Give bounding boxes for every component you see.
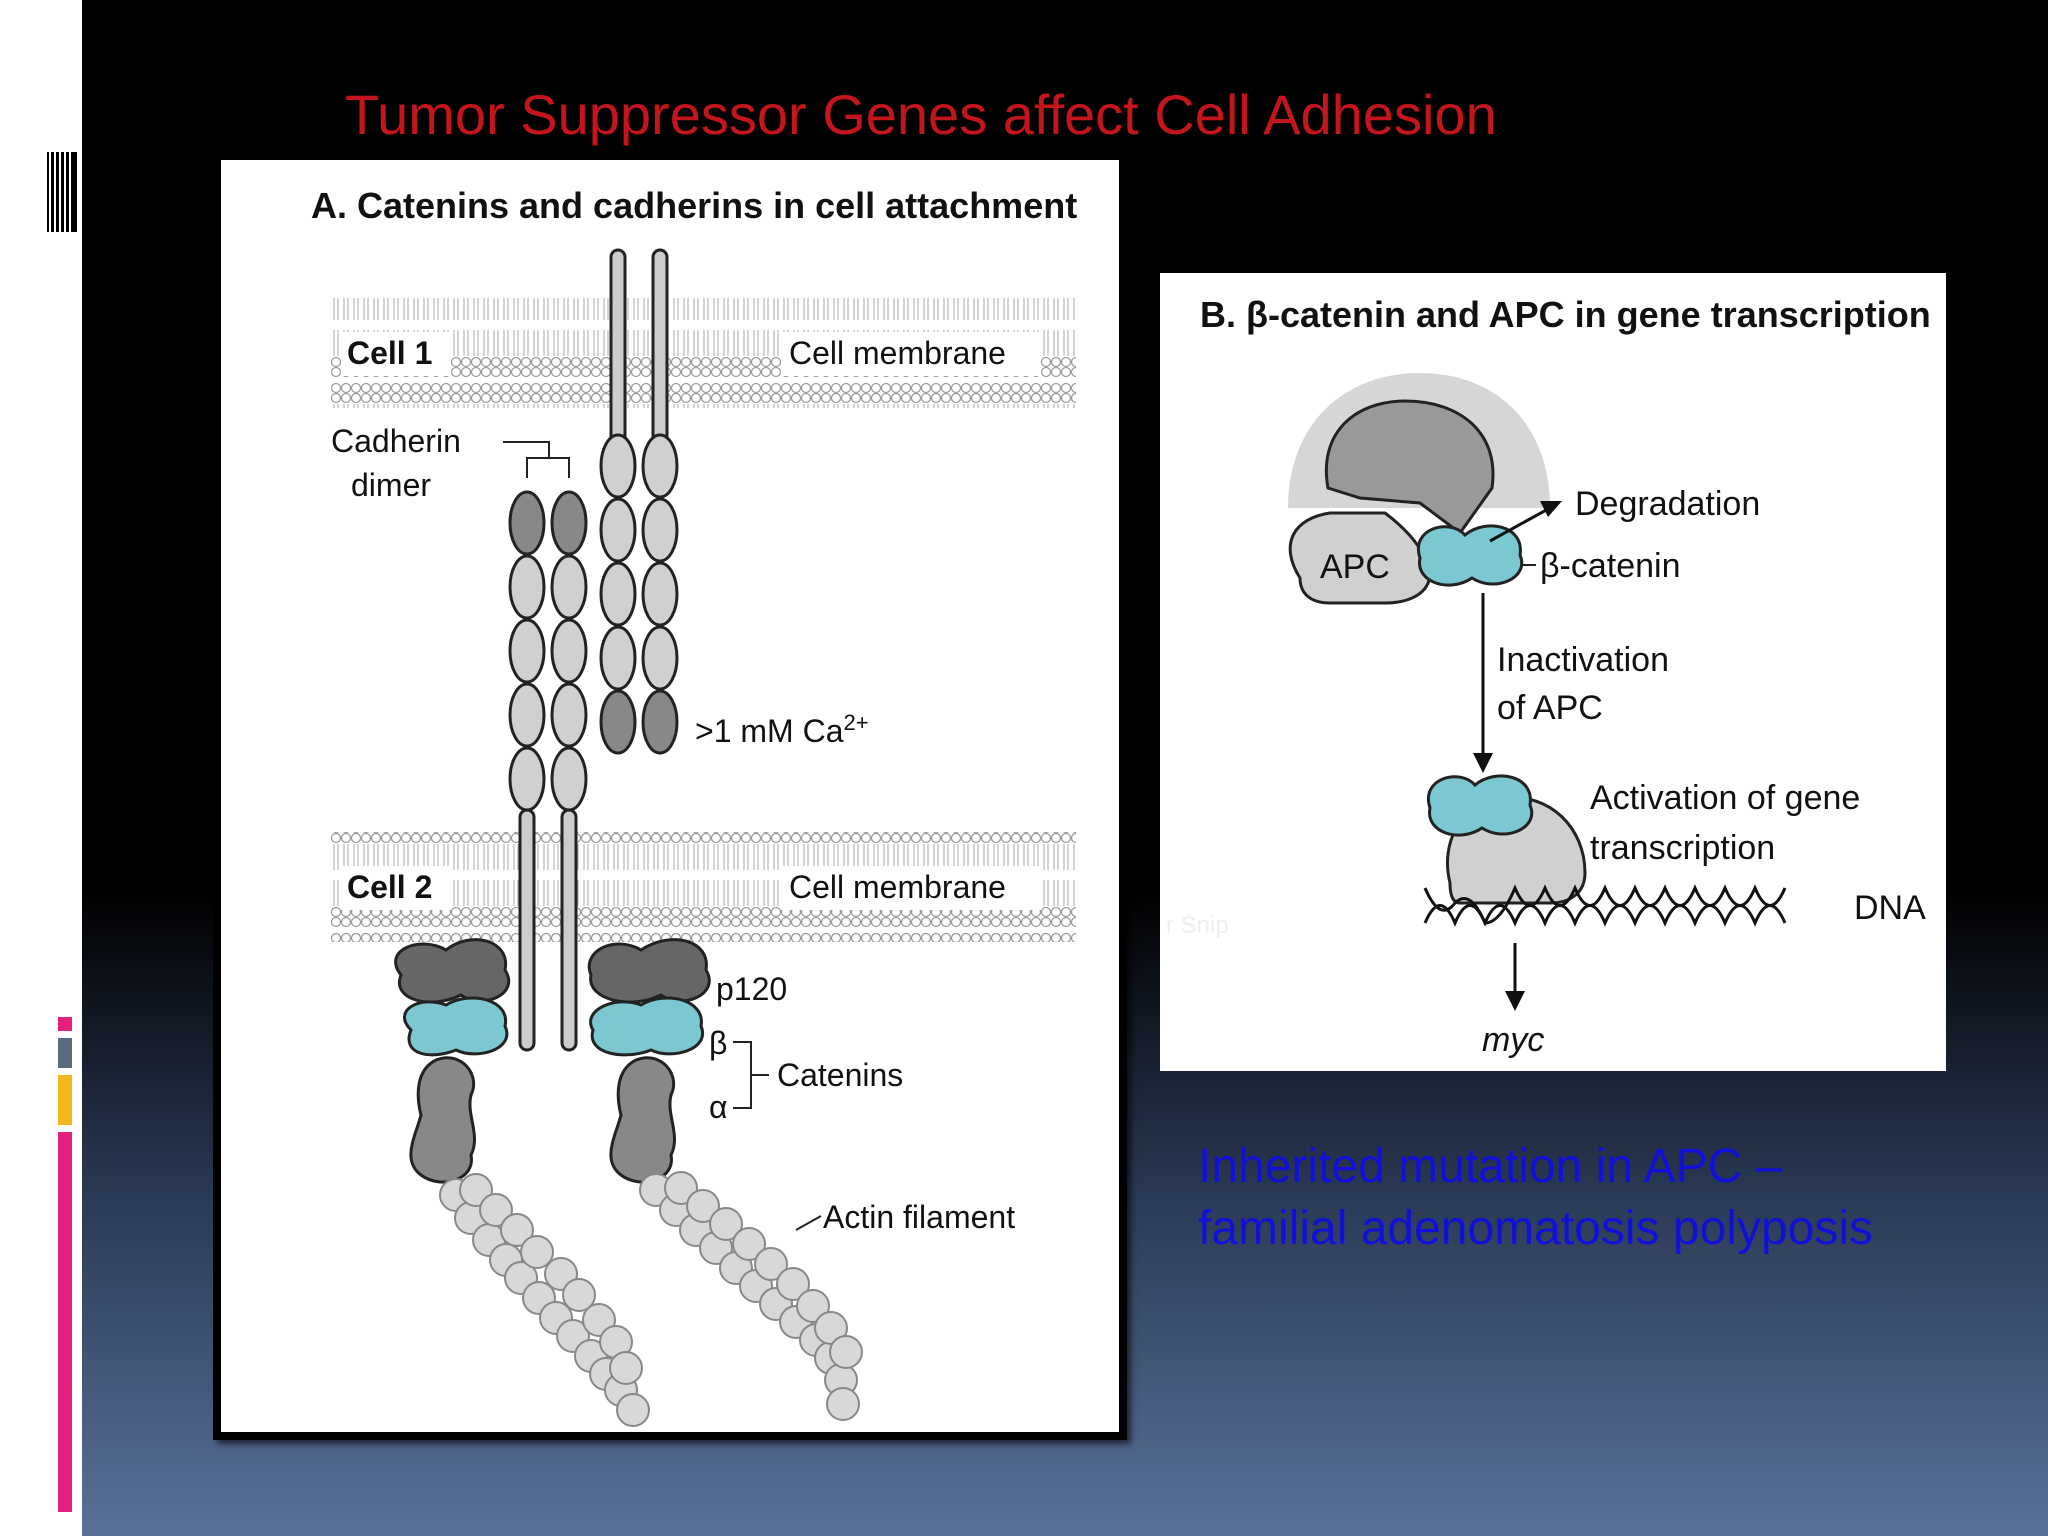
accent-bar-pink <box>58 1132 72 1512</box>
cell-1-label: Cell 1 <box>347 335 432 371</box>
cadherin-label-line-2: dimer <box>351 467 431 503</box>
snip-watermark: r Snip <box>1166 912 1229 939</box>
cadherin-label-line-1: Cadherin <box>331 423 461 459</box>
accent-square-gold <box>58 1075 72 1125</box>
inactivation-arrowhead-icon <box>1473 753 1493 773</box>
beta-catenin-shape <box>1416 524 1524 587</box>
actin-label: Actin filament <box>823 1199 1015 1235</box>
lines-icon <box>47 152 77 232</box>
actin-pointer <box>795 1215 822 1231</box>
apc-label: APC <box>1320 548 1390 586</box>
membrane-2-label: Cell membrane <box>789 869 1006 905</box>
panel-a-title: A. Catenins and cadherins in cell attach… <box>311 185 1077 226</box>
calcium-label: >1 mM Ca2+ <box>695 710 869 749</box>
activation-label-line-1: Activation of gene <box>1590 779 1860 817</box>
actin-filament-left <box>439 1173 650 1427</box>
inactivation-label-line-1: Inactivation <box>1497 641 1669 679</box>
activation-label-line-2: transcription <box>1590 829 1775 867</box>
panel-a-diagram: A. Catenins and cadherins in cell attach… <box>311 185 1077 1427</box>
note-line-2: familial adenomatosis polyposis <box>1198 1202 1873 1255</box>
proteasome-cap <box>1325 399 1495 536</box>
degradation-label: Degradation <box>1575 485 1760 523</box>
note-line-1: Inherited mutation in APC – <box>1198 1140 1783 1193</box>
inactivation-label-line-2: of APC <box>1497 689 1603 727</box>
panel-a-catenins-cadherins: A. Catenins and cadherins in cell attach… <box>213 152 1127 1440</box>
catenin-complex-left <box>394 938 510 1184</box>
myc-arrowhead-icon <box>1505 991 1525 1011</box>
accent-square-pink <box>58 1017 72 1031</box>
catenin-complex-right <box>587 938 711 1184</box>
cell-2-label: Cell 2 <box>347 869 432 905</box>
accent-bar-white-lines <box>47 152 77 232</box>
dna-helix <box>1423 884 1787 927</box>
degradation-arrowhead-icon <box>1540 501 1562 517</box>
catenins-label: Catenins <box>777 1057 903 1093</box>
catenins-bracket <box>733 1041 769 1109</box>
degradation-arrow <box>1489 507 1549 543</box>
cadherin-bracket <box>503 441 570 478</box>
membrane-1-label: Cell membrane <box>789 335 1006 371</box>
alpha-label: α <box>709 1089 728 1125</box>
accent-square-gray <box>58 1038 72 1068</box>
slide-title: Tumor Suppressor Genes affect Cell Adhes… <box>345 83 1497 146</box>
p120-label: p120 <box>716 971 787 1007</box>
cadherin-dimer-cell-1 <box>599 248 679 755</box>
cadherin-dimer-cell-2 <box>508 490 588 1052</box>
apc-mutation-note: Inherited mutation in APC – familial ade… <box>1198 1136 1873 1260</box>
beta-label: β <box>709 1025 727 1061</box>
dna-label: DNA <box>1854 889 1926 927</box>
beta-catenin-bound-shape <box>1426 774 1534 837</box>
actin-filament-right <box>639 1171 863 1421</box>
panel-b-title: B. β-catenin and APC in gene transcripti… <box>1200 294 1931 335</box>
panel-b-beta-catenin-apc: B. β-catenin and APC in gene transcripti… <box>1160 273 1946 1071</box>
myc-label: myc <box>1482 1021 1544 1059</box>
beta-catenin-label: β-catenin <box>1540 547 1681 585</box>
panel-b-diagram: B. β-catenin and APC in gene transcripti… <box>1200 294 1931 1059</box>
